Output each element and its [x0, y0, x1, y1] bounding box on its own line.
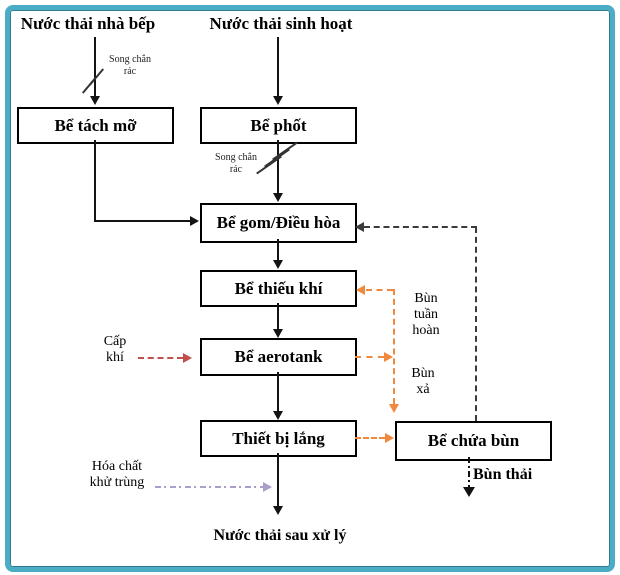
- tank-aerotank: Bể aerotank: [200, 338, 357, 376]
- flow-line-anoxic-to-aerotank: [277, 303, 279, 330]
- arrowhead-down-icon: [273, 329, 283, 338]
- excess-sludge-label: Bùn xả: [411, 366, 435, 397]
- flow-line-grease-down: [94, 140, 96, 221]
- bar-screen-hatch-icon: [272, 141, 298, 161]
- tank-anoxic: Bể thiếu khí: [200, 270, 357, 307]
- tank-settling: Thiết bị lắng: [200, 420, 357, 457]
- arrowhead-right-icon: [385, 433, 394, 443]
- tank-sludge-storage: Bể chứa bùn: [395, 421, 552, 461]
- recirculation-line-to-anoxic: [366, 289, 393, 291]
- bar-screen-label-1: Song chắn rác: [109, 54, 151, 77]
- arrowhead-down-icon: [273, 506, 283, 515]
- arrowhead-down-icon: [273, 411, 283, 420]
- tank-collection-equalization: Bể gom/Điều hòa: [200, 203, 357, 243]
- flow-line-domestic-to-septic: [277, 37, 279, 97]
- source-domestic-wastewater: Nước thải sinh hoạt: [209, 14, 353, 33]
- tank-septic: Bể phốt: [200, 107, 357, 144]
- sludge-return-line-horizontal: [364, 226, 477, 228]
- settling-to-sludge-line: [355, 437, 385, 439]
- flow-line-aerotank-to-settling: [277, 372, 279, 412]
- sludge-return-line-vertical: [475, 227, 477, 421]
- disinfection-chemical-line: [155, 486, 263, 488]
- arrowhead-left-icon: [356, 285, 365, 295]
- arrowhead-down-icon: [273, 96, 283, 105]
- arrowhead-down-icon: [90, 96, 100, 105]
- arrowhead-right-icon: [183, 353, 192, 363]
- flow-line-kitchen-to-grease: [94, 37, 96, 97]
- arrowhead-down-icon: [389, 404, 399, 413]
- treated-effluent-label: Nước thải sau xử lý: [213, 527, 347, 544]
- air-supply-line: [138, 357, 183, 359]
- flow-line-collection-to-anoxic: [277, 239, 279, 261]
- waste-sludge-line: [468, 457, 470, 489]
- arrowhead-down-icon: [463, 487, 475, 497]
- aerotank-sludge-line: [355, 356, 384, 358]
- arrowhead-right-icon: [190, 216, 199, 226]
- arrowhead-right-icon: [384, 352, 393, 362]
- arrowhead-down-icon: [273, 193, 283, 202]
- recirculation-line-vertical: [393, 289, 395, 404]
- air-supply-label: Cấp khí: [103, 334, 127, 365]
- source-kitchen-wastewater: Nước thải nhà bếp: [20, 14, 156, 33]
- arrowhead-left-icon: [355, 222, 364, 232]
- flow-line-septic-to-collection: [277, 140, 279, 193]
- arrowhead-down-icon: [273, 260, 283, 269]
- flow-line-grease-to-collection: [94, 220, 190, 222]
- flow-line-settling-to-effluent: [277, 453, 279, 507]
- disinfection-chemical-label: Hóa chất khử trùng: [89, 459, 145, 490]
- recirculated-sludge-label: Bùn tuần hoàn: [412, 291, 440, 338]
- bar-screen-hatch-icon: [88, 68, 105, 86]
- arrowhead-right-icon: [263, 482, 272, 492]
- waste-sludge-label: Bùn thải: [473, 466, 533, 483]
- bar-screen-label-2: Song chắn rác: [215, 152, 257, 175]
- tank-grease-trap: Bể tách mỡ: [17, 107, 174, 144]
